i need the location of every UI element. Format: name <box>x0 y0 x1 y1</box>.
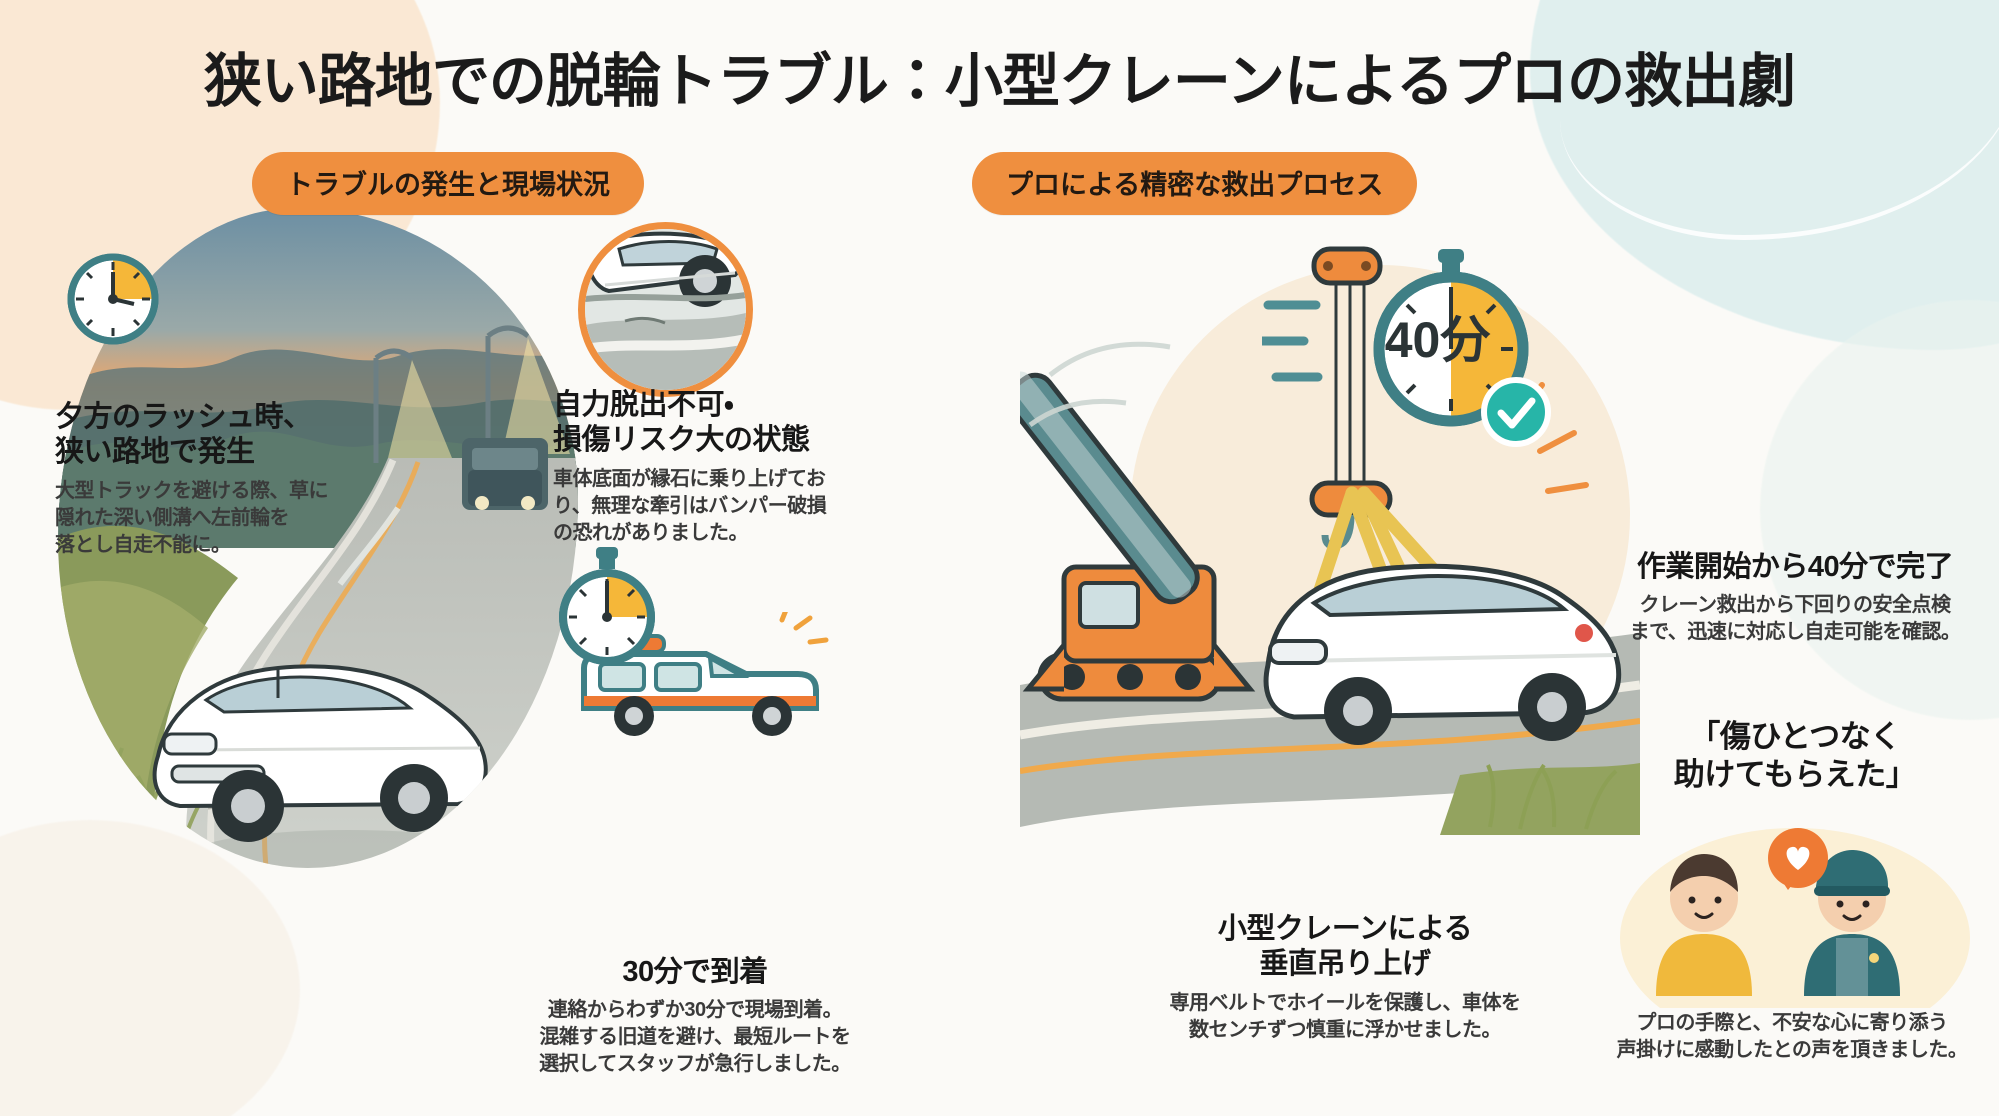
stuck-body-line2: り、無理な牽引はバンパー破損 <box>553 494 827 517</box>
crane-heading-line1: 小型クレーンによる <box>1217 913 1473 945</box>
incident-body-line3: 落とし自走不能に。 <box>55 533 231 556</box>
testimonial-quote-line1: 「傷ひとつなく <box>1689 719 1901 754</box>
crane-heading: 小型クレーンによる 垂直吊り上げ <box>1110 912 1580 983</box>
page-title: 狭い路地での脱輪トラブル：小型クレーンによるプロの救出劇 <box>203 49 1796 114</box>
stuck-heading-line1: 自力脱出不可・ <box>553 389 734 421</box>
incident-body-line1: 大型トラックを避ける際、草に <box>55 479 329 502</box>
text-block-arrival: 30分で到着 連絡からわずか30分で現場到着。 混雑する旧道を避け、最短ルートを… <box>530 955 860 1078</box>
text-block-crane: 小型クレーンによる 垂直吊り上げ 専用ベルトでホイールを保護し、車体を 数センチ… <box>1110 912 1580 1044</box>
arrival-body-line2: 混雑する旧道を避け、最短ルートを <box>539 1026 852 1049</box>
completed-heading: 作業開始から40分で完了 <box>1636 551 1954 583</box>
arrival-body-line3: 選択してスタッフが急行しました。 <box>539 1053 851 1076</box>
check-circle-icon <box>1476 372 1556 452</box>
testimonial-body: プロの手際と、不安な心に寄り添う 声掛けに感動したとの声を頂きました。 <box>1592 1010 1992 1064</box>
crane-body-line2: 数センチずつ慎重に浮かせました。 <box>1189 1018 1502 1041</box>
incident-heading-line1: 夕方のラッシュ時、 <box>55 401 312 433</box>
testimonial-body-line2: 声掛けに感動したとの声を頂きました。 <box>1616 1039 1968 1061</box>
stuck-body: 車体底面が縁石に乗り上げてお り、無理な牽引はバンパー破損 の恐れがありました。 <box>553 466 853 547</box>
incident-body: 大型トラックを避ける際、草に 隠れた深い側溝へ左前輪を 落とし自走不能に。 <box>55 478 335 559</box>
arrival-body-line1: 連絡からわずか30分で現場到着。 <box>547 999 843 1022</box>
completed-body-line1: クレーン救出から下回りの安全点検 <box>1639 594 1952 617</box>
section-badge-trouble: トラブルの発生と現場状況 <box>252 152 644 215</box>
incident-heading-line2: 狭い路地で発生 <box>55 436 255 469</box>
illustration-people <box>1600 818 1990 1008</box>
service-van-icon <box>560 612 830 762</box>
stuck-body-line3: の恐れがありました。 <box>553 521 749 544</box>
crane-body: 専用ベルトでホイールを保護し、車体を 数センチずつ慎重に浮かせました。 <box>1110 990 1580 1044</box>
incident-heading: 夕方のラッシュ時、 狭い路地で発生 <box>55 400 335 471</box>
arrival-heading: 30分で到着 <box>622 956 768 988</box>
stopwatch-label-40min: 40分 <box>1384 312 1491 368</box>
background-blob-mint <box>1760 300 1999 720</box>
stuck-heading-line2: 損傷リスク大の状態 <box>553 424 810 457</box>
arrival-body: 連絡からわずか30分で現場到着。 混雑する旧道を避け、最短ルートを 選択してスタ… <box>530 997 860 1078</box>
completed-body-line2: まで、迅速に対応し自走可能を確認。 <box>1629 621 1961 644</box>
clock-icon <box>58 242 168 352</box>
stopwatch-large-icon <box>1262 245 1552 435</box>
crane-heading-line2: 垂直吊り上げ <box>1259 948 1431 981</box>
stuck-heading: 自力脱出不可・ 損傷リスク大の状態 <box>553 388 853 459</box>
text-block-completed: 作業開始から40分で完了 クレーン救出から下回りの安全点検 まで、迅速に対応し自… <box>1600 550 1990 646</box>
section-badge-rescue: プロによる精密な救出プロセス <box>972 152 1418 215</box>
text-block-incident: 夕方のラッシュ時、 狭い路地で発生 大型トラックを避ける際、草に 隠れた深い側溝… <box>55 400 335 559</box>
incident-body-line2: 隠れた深い側溝へ左前輪を <box>55 506 290 529</box>
background-blob-cream <box>0 820 300 1116</box>
illustration-roadside-scene <box>58 208 578 868</box>
testimonial-quote-line2: 助けてもらえた」 <box>1673 756 1917 792</box>
background-swoosh <box>1560 0 1999 240</box>
illustration-wheel-off-ground <box>578 222 753 397</box>
text-block-stuck: 自力脱出不可・ 損傷リスク大の状態 車体底面が縁石に乗り上げてお り、無理な牽引… <box>553 388 853 547</box>
stopwatch-icon <box>552 545 662 675</box>
crane-body-line1: 専用ベルトでホイールを保護し、車体を <box>1169 991 1522 1014</box>
completed-body: クレーン救出から下回りの安全点検 まで、迅速に対応し自走可能を確認。 <box>1600 592 1990 646</box>
testimonial-body-line1: プロの手際と、不安な心に寄り添う <box>1636 1012 1948 1034</box>
stuck-body-line1: 車体底面が縁石に乗り上げてお <box>553 467 826 490</box>
text-block-testimonial-quote: 「傷ひとつなく 助けてもらえた」 <box>1600 718 1990 794</box>
text-block-testimonial-body: プロの手際と、不安な心に寄り添う 声掛けに感動したとの声を頂きました。 <box>1592 1010 1992 1064</box>
testimonial-quote: 「傷ひとつなく 助けてもらえた」 <box>1600 718 1990 794</box>
